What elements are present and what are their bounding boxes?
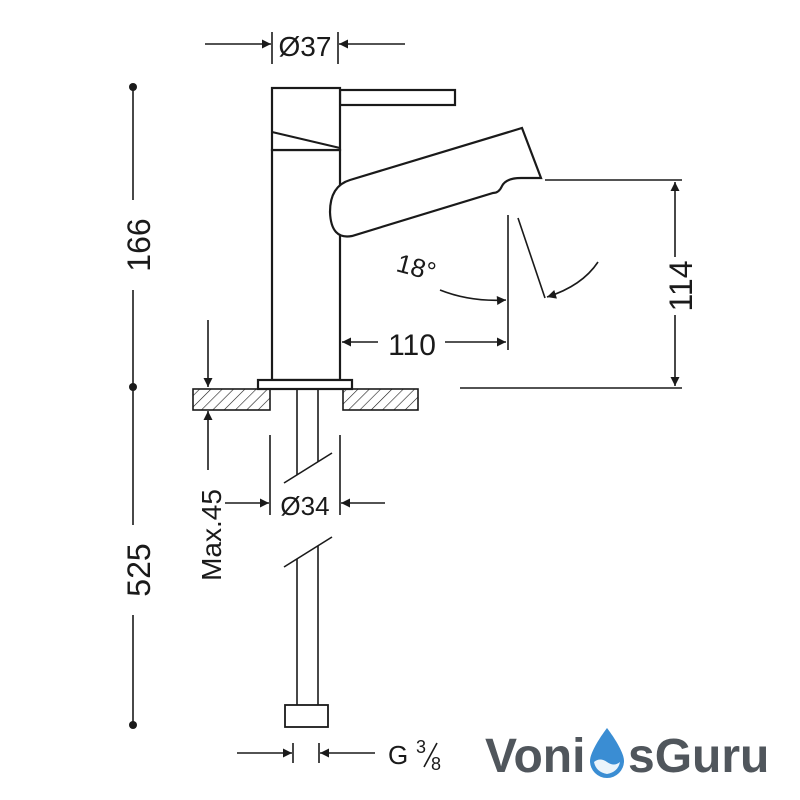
angle-line [517, 217, 546, 299]
base-plate [256, 378, 354, 391]
top-diameter-dimension: Ø37 [205, 31, 405, 64]
thread-prefix-label: G [388, 740, 408, 770]
supply-hose [283, 389, 333, 728]
faucet [256, 86, 543, 391]
spout-angle-label: 18° [393, 248, 439, 287]
water-drop-icon [590, 728, 624, 778]
countertop-right-section [342, 388, 419, 411]
brand-logo: Voni sGuru [485, 728, 769, 783]
thread-fraction-slash [423, 742, 438, 768]
hose-fitting [284, 704, 329, 728]
countertop-left-section [192, 388, 271, 411]
lever-handle [338, 88, 457, 107]
upper-height-label: 166 [121, 218, 157, 271]
handle-cap-bevel [271, 131, 341, 149]
spout-height-label: 114 [663, 260, 699, 311]
hole-diameter-dimension: Ø34 [225, 435, 385, 521]
break-mark-lower [283, 536, 333, 568]
countertop [192, 388, 419, 411]
lower-length-label: 525 [121, 543, 157, 596]
spout [328, 126, 543, 238]
max-thickness-dimension: Max.45 [196, 320, 227, 581]
thread-denominator: 8 [431, 754, 441, 774]
max-thickness-label: Max.45 [196, 489, 227, 581]
spout-angle-dimension: 18° [393, 217, 599, 305]
angle-arc-left [439, 289, 507, 305]
spout-height-dimension: 114 [460, 179, 699, 389]
hole-diameter-label: Ø34 [280, 491, 329, 521]
angle-arc-right [546, 261, 599, 299]
logo-text-right: sGuru [628, 730, 769, 783]
dim-dot-top [129, 83, 137, 91]
thread-numerator: 3 [416, 737, 426, 757]
drop-wave [594, 759, 620, 774]
spout-reach-dimension: 110 [342, 215, 509, 362]
spout-reach-label: 110 [388, 329, 436, 362]
logo-text-left: Voni [485, 730, 585, 783]
dim-dot-bottom [129, 721, 137, 729]
dim-dot-middle [129, 383, 137, 391]
overall-height-dimension: 166 525 [121, 83, 157, 729]
break-mark-upper [283, 452, 333, 484]
top-diameter-label: Ø37 [279, 31, 332, 62]
faucet-body [270, 148, 342, 382]
connection-thread-dimension: G 3 8 [237, 737, 441, 774]
